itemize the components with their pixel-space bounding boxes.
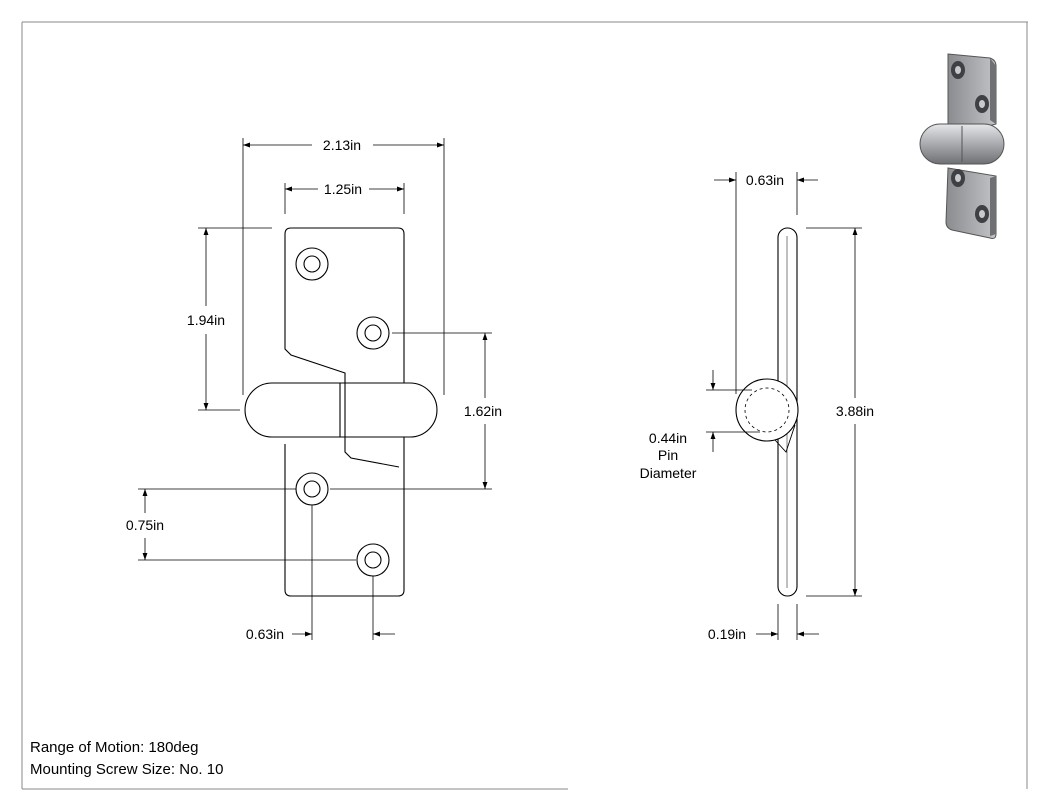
dim-plate-width: 1.25in <box>324 181 362 197</box>
mounting-screw-note: Mounting Screw Size: No. 10 <box>30 761 224 778</box>
dim-overall-height: 3.88in <box>836 403 874 419</box>
dim-overall-width: 2.13in <box>323 137 361 153</box>
dim-hole-vertical-spacing: 0.75in <box>126 517 164 533</box>
side-view-dimension-lines <box>706 172 862 640</box>
side-view-dimension-labels: 0.63in 3.88in 0.44in Pin Diameter 0.19in <box>640 172 874 642</box>
dim-pin-diameter-label-diameter: Diameter <box>640 465 697 481</box>
dim-hole-horizontal-spacing: 0.63in <box>246 626 284 642</box>
dim-pin-diameter-label-pin: Pin <box>658 447 678 463</box>
hinge-isometric-image <box>919 53 1005 239</box>
side-view-outline <box>735 227 799 597</box>
dim-upper-hole-offset: 1.94in <box>187 312 225 328</box>
dim-plate-thickness: 0.19in <box>708 626 746 642</box>
dim-pin-diameter-value: 0.44in <box>649 430 687 446</box>
dim-pin-to-lower-hole: 1.62in <box>464 403 502 419</box>
front-view-dimension-labels: 2.13in 1.25in 1.94in 1.62in 0.75in 0.63i… <box>126 137 502 642</box>
drawing-border <box>21 21 1028 790</box>
range-of-motion-note: Range of Motion: 180deg <box>30 739 199 756</box>
dim-knuckle-depth: 0.63in <box>746 172 784 188</box>
front-view-outline <box>244 227 438 597</box>
front-view-dimension-lines <box>138 138 492 640</box>
